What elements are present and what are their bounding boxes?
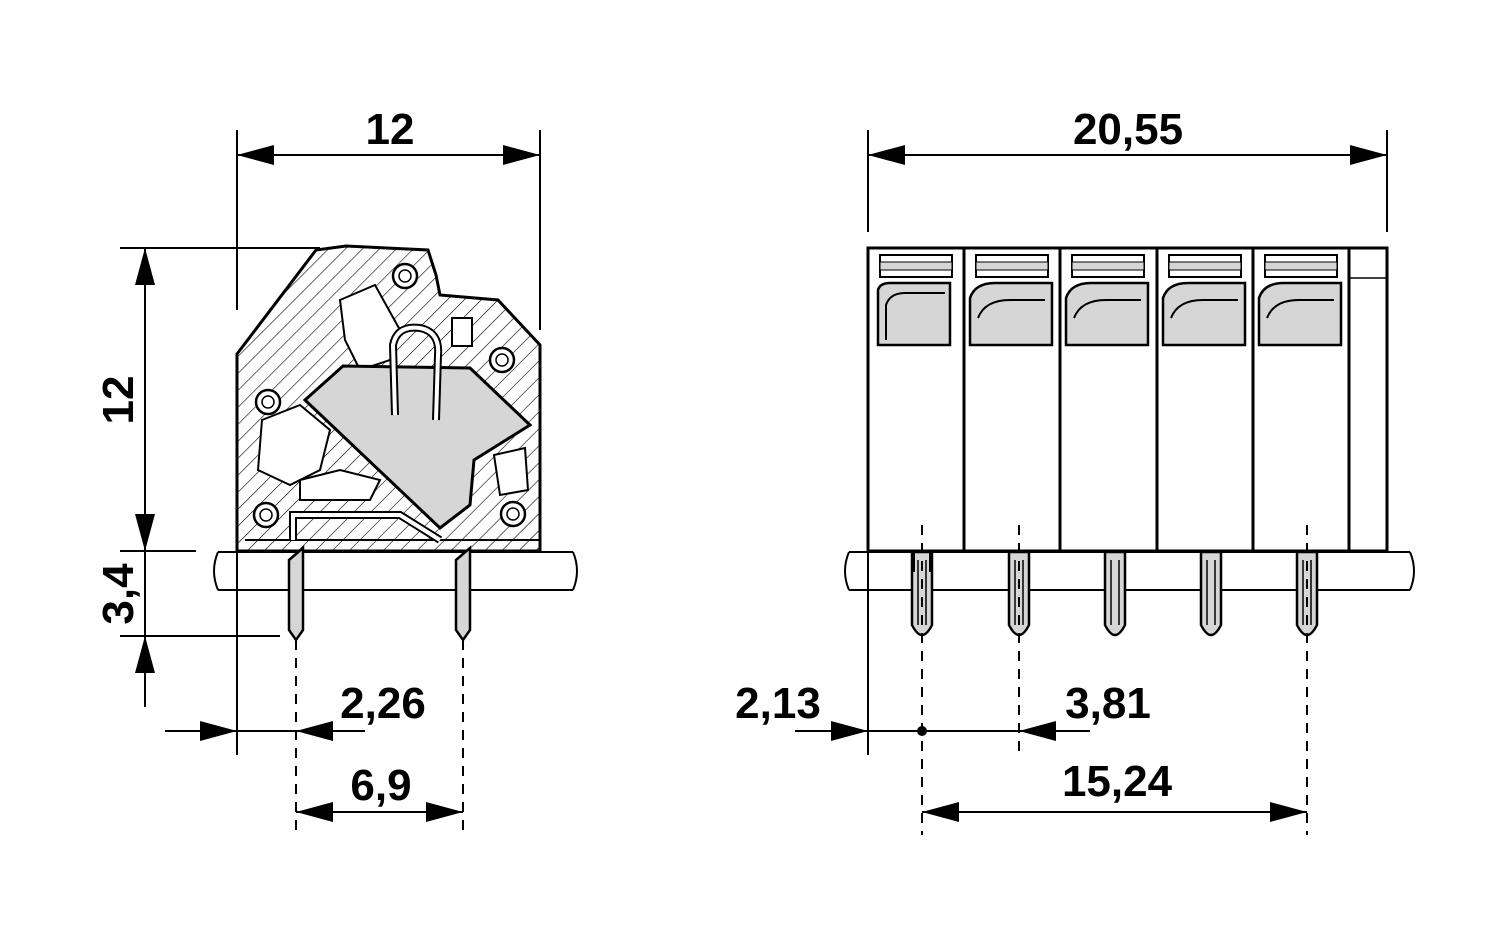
side-height-label: 12 [94,376,143,425]
front-span-label: 15,24 [1062,757,1173,806]
side-view: 12 12 3,4 2,26 [94,105,578,835]
side-pin-spacing-label: 6,9 [350,761,411,810]
contact-rail [289,511,443,544]
side-pin-spacing-dimension: 6,9 [296,761,463,822]
front-width-label: 20,55 [1073,105,1183,154]
terminal-block-front [866,246,1389,553]
side-width-label: 12 [366,105,415,154]
side-pin-offset-dimension: 2,26 [165,551,426,755]
front-view: 20,55 2,13 3,81 15,24 [735,105,1415,835]
front-width-dimension: 20,55 [867,105,1388,232]
side-pin-length-dimension: 3,4 [94,551,280,707]
mounting-holes [252,262,527,529]
front-edge-offset-label: 2,13 [735,679,821,728]
side-width-dimension: 12 [236,105,541,330]
front-pitch-label: 3,81 [1065,679,1151,728]
spring-clamp [302,323,533,530]
front-span-dimension: 15,24 [922,757,1307,822]
solder-pins-side [287,545,472,643]
pcb-board-side [213,551,578,591]
side-pin-length-label: 3,4 [94,563,143,625]
front-offset-pitch-dimension: 2,13 3,81 [735,551,1151,755]
solder-pins-front [910,550,1319,637]
push-buttons [876,254,1343,347]
side-pin-offset-label: 2,26 [340,679,426,728]
side-height-dimension: 12 [94,247,320,552]
